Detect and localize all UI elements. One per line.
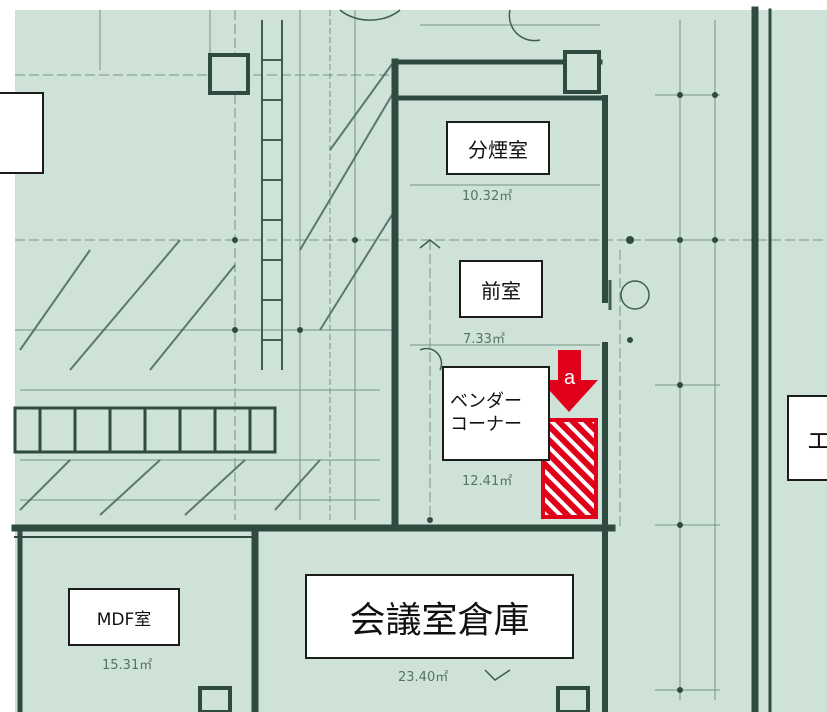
fixtures [339, 9, 650, 681]
annotation-arrow-icon [540, 350, 598, 412]
room-area-mdf: 15.31㎡ [102, 658, 153, 673]
room-label-bunenshitsu: 分煙室 [446, 121, 550, 175]
room-area-warehouse: 23.40㎡ [398, 670, 449, 685]
room-name: 前室 [481, 278, 521, 303]
room-name-line1: ベンダー [450, 391, 522, 412]
room-name: 分煙室 [468, 137, 528, 162]
annotation-label: a [564, 367, 576, 389]
room-name-line2: コーナー [450, 413, 522, 435]
room-name: 会議室倉庫 [349, 599, 530, 641]
left-railing [13, 406, 277, 454]
dimension-ticks [232, 92, 718, 693]
walls [11, 6, 772, 712]
columns [198, 50, 601, 712]
target-area-hatched [541, 418, 598, 519]
room-label-left-partial [0, 92, 44, 174]
room-name: MDF室 [96, 609, 152, 630]
slab-diagonals [19, 59, 396, 516]
room-label-vendor: ベンダー コーナー [442, 366, 550, 461]
room-label-zenshitsu: 前室 [459, 260, 543, 318]
room-label-right-partial: エ [787, 395, 827, 481]
stair-element [261, 20, 283, 370]
room-area-bunenshitsu: 10.32㎡ [462, 189, 513, 204]
room-area-zenshitsu: 7.33㎡ [463, 332, 505, 347]
room-name: エ [807, 426, 827, 455]
room-label-warehouse: 会議室倉庫 [305, 574, 574, 659]
room-area-vendor: 12.41㎡ [462, 474, 513, 489]
room-label-mdf: MDF室 [68, 588, 180, 646]
